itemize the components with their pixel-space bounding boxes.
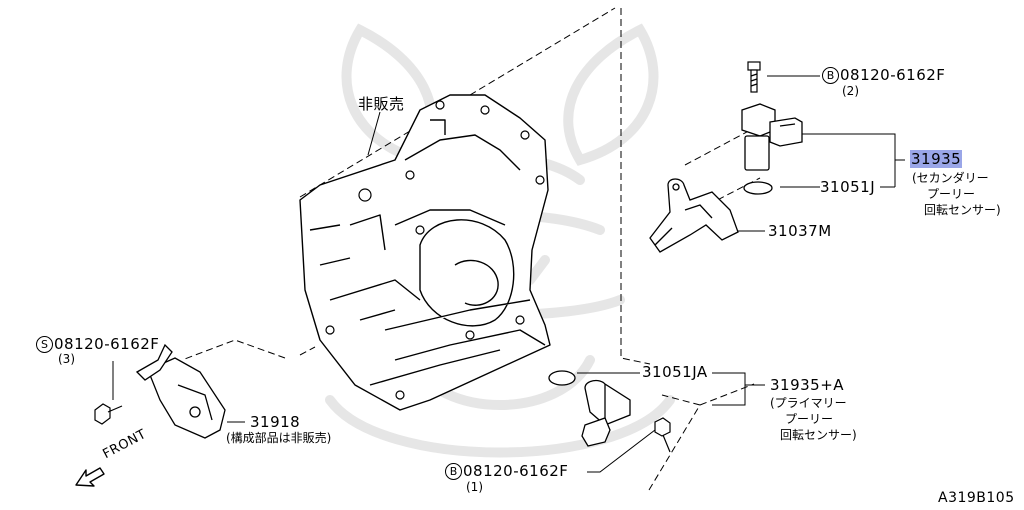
switch-icon — [135, 343, 226, 439]
bolt-mark-s: S — [36, 336, 53, 353]
label-oring-bottom[interactable]: 31051JA — [642, 363, 708, 381]
bolt-top-qty: (2) — [842, 84, 859, 98]
housing-bolts — [325, 100, 545, 400]
switch-note: (構成部品は非販売) — [226, 431, 332, 445]
front-arrow-icon — [75, 467, 105, 487]
label-switch[interactable]: 31918 — [250, 413, 301, 431]
sensor-primary-desc3: 回転センサー) — [780, 428, 857, 442]
bolt-bottom-part: 08120-6162F — [463, 462, 569, 480]
sensor-primary-desc1: (プライマリー — [770, 396, 847, 410]
sensor-primary-desc2: プーリー — [785, 412, 834, 426]
sensor-secondary-desc3: 回転センサー) — [924, 203, 1001, 217]
solid-leaders — [112, 75, 905, 473]
bolt-mark-b: B — [822, 67, 839, 84]
bolt-bottom-qty: (1) — [466, 480, 483, 494]
oring-bottom-icon — [548, 370, 576, 386]
bolt-mark-b-bottom: B — [445, 463, 462, 480]
label-sensor-secondary[interactable]: 31935 — [910, 150, 963, 168]
bolt-left-qty: (3) — [58, 352, 75, 366]
bolt-left-part: 08120-6162F — [54, 335, 160, 353]
bolt-bottom-icon — [654, 417, 671, 453]
bolt-top-part: 08120-6162F — [840, 66, 946, 84]
sensor-secondary-desc2: プーリー — [927, 187, 976, 201]
label-oring-top[interactable]: 31051J — [820, 178, 876, 196]
sensor-secondary-part[interactable]: 31935 — [910, 150, 963, 168]
label-sensor-primary[interactable]: 31935+A — [770, 376, 845, 394]
primary-sensor-icon — [581, 379, 631, 447]
bolt-left-icon — [94, 403, 123, 425]
label-bracket[interactable]: 31037M — [768, 222, 832, 240]
diagram-code: A319B105 — [938, 490, 1015, 506]
secondary-sensor-icon — [741, 103, 803, 171]
sensor-secondary-desc1: (セカンダリー — [912, 171, 989, 185]
bracket-icon — [649, 178, 739, 253]
oring-top-icon — [743, 181, 773, 195]
bolt-top-icon — [747, 61, 761, 93]
label-not-for-sale: 非販売 — [358, 95, 405, 113]
transaxle-housing — [299, 94, 551, 411]
